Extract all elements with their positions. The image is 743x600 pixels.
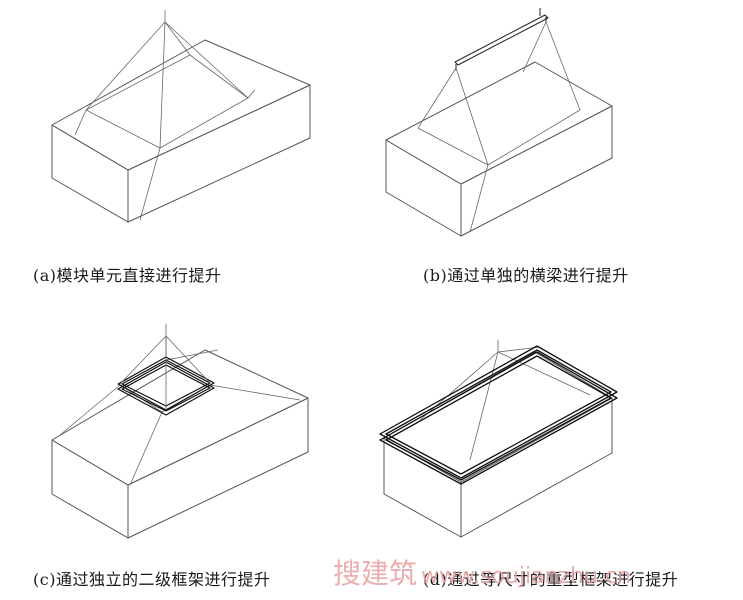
caption-a: (a)模块单元直接进行提升 [33, 266, 222, 285]
caption-c: (c)通过独立的二级框架进行提升 [33, 570, 271, 589]
diagram-d-heavy-frame [379, 345, 618, 485]
diagram-c-module-box [51, 349, 309, 539]
caption-d: (d)通过等尺寸的重型框架进行提升 [423, 570, 679, 589]
diagram-b-lifting-slings [417, 21, 581, 233]
diagram-b-spreader-beam [454, 8, 549, 70]
caption-b: (b)通过单独的横梁进行提升 [423, 266, 629, 285]
diagram-b-module-box [385, 61, 613, 237]
diagram-a-lifting-slings [74, 10, 256, 221]
diagram-a-module-box [51, 39, 311, 223]
diagram-c-hook-slings [119, 324, 211, 410]
diagram-d-module-box [383, 351, 613, 538]
